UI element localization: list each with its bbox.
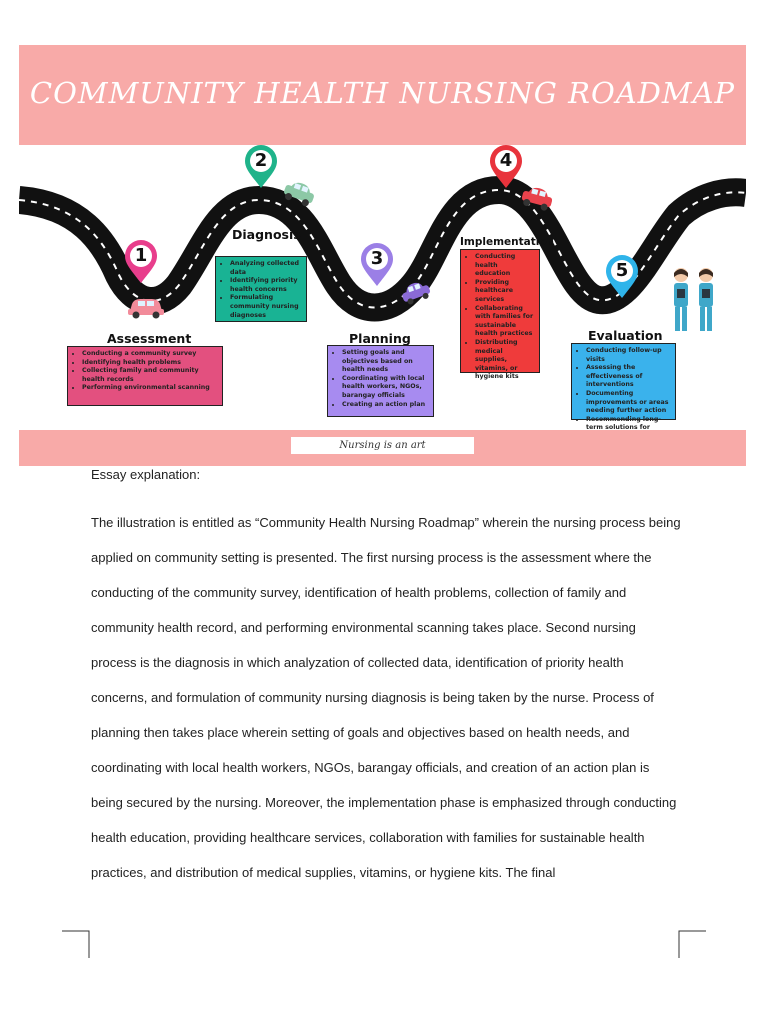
step-1-title: Assessment	[107, 331, 192, 346]
list-item: Setting goals and objectives based on he…	[342, 349, 429, 375]
list-item: Collecting family and community health r…	[82, 367, 218, 384]
step-1-marker: 1	[124, 240, 158, 284]
step-2-list: Analyzing collected data Identifying pri…	[220, 260, 302, 320]
list-item: Providing healthcare services	[475, 279, 535, 305]
step-3-list: Setting goals and objectives based on he…	[332, 349, 429, 409]
step-5-list: Conducting follow-up visits Assessing th…	[576, 347, 671, 442]
crop-mark-icon	[678, 930, 706, 958]
purple-car-icon	[402, 282, 431, 305]
roadmap-illustration: 1 2 3 4 5	[19, 145, 746, 440]
list-item: Performing environmental scanning	[82, 384, 218, 393]
step-1-list: Conducting a community survey Identifyin…	[72, 350, 218, 393]
red-car-icon	[521, 187, 553, 211]
step-4-title: Implementation	[460, 236, 555, 248]
step-1-box: Conducting a community survey Identifyin…	[67, 346, 223, 406]
crop-mark-icon	[62, 930, 90, 958]
footer-band: Nursing is an art	[19, 430, 746, 466]
green-car-icon	[284, 182, 314, 207]
footer-label: Nursing is an art	[291, 437, 474, 454]
step-5-marker: 5	[605, 255, 639, 299]
essay-body: The illustration is entitled as “Communi…	[91, 515, 681, 880]
nurse-icon	[699, 268, 713, 331]
list-item: Formulating community nursing diagnoses	[230, 294, 302, 320]
pink-car-icon	[128, 299, 164, 319]
step-4-box: Conducting health education Providing he…	[460, 249, 540, 380]
list-item: Creating an action plan	[342, 401, 429, 410]
list-item: Conducting follow-up visits	[586, 347, 671, 364]
step-5-title: Evaluation	[588, 328, 663, 343]
list-item: Collaborating with families for sustaina…	[475, 305, 535, 339]
step-2-box: Analyzing collected data Identifying pri…	[215, 256, 307, 322]
step-3-box: Setting goals and objectives based on he…	[327, 345, 434, 417]
essay-heading: Essay explanation:	[91, 467, 201, 482]
step-2-marker: 2	[244, 145, 278, 189]
list-item: Assessing the effectiveness of intervent…	[586, 364, 671, 390]
step-2-title: Diagnosis	[232, 227, 301, 242]
nurse-icon	[674, 268, 688, 331]
step-3-title: Planning	[349, 331, 411, 346]
title-banner: COMMUNITY HEALTH NURSING ROADMAP	[19, 45, 746, 145]
list-item: Identifying priority health concerns	[230, 277, 302, 294]
list-item: Identifying health problems	[82, 359, 218, 368]
list-item: Coordinating with local health workers, …	[342, 375, 429, 401]
step-4-marker: 4	[489, 145, 523, 189]
list-item: Conducting a community survey	[82, 350, 218, 359]
step-3-marker: 3	[360, 243, 394, 287]
list-item: Distributing medical supplies, vitamins,…	[475, 339, 535, 382]
roadmap-title: COMMUNITY HEALTH NURSING ROADMAP	[29, 76, 736, 110]
step-5-box: Conducting follow-up visits Assessing th…	[571, 343, 676, 440]
list-item: Analyzing collected data	[230, 260, 302, 277]
list-item: Documenting improvements or areas needin…	[586, 390, 671, 416]
list-item: Conducting health education	[475, 253, 535, 279]
step-4-list: Conducting health education Providing he…	[465, 253, 535, 382]
